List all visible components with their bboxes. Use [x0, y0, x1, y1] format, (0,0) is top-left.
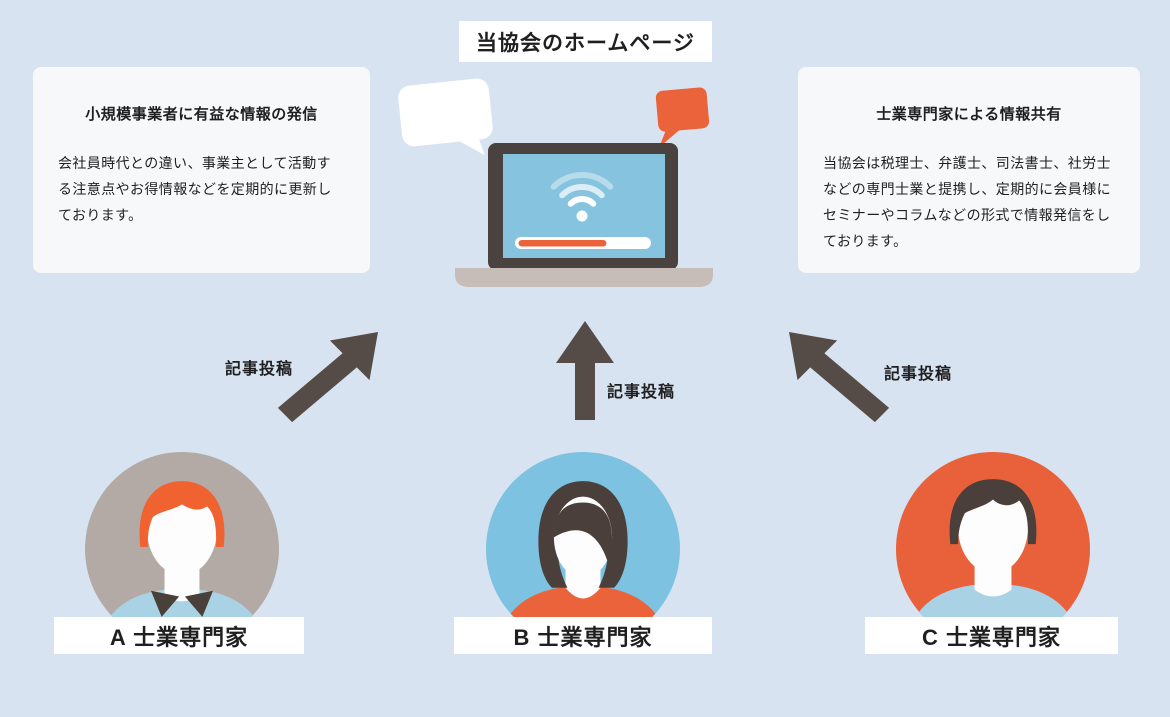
arrow-up-left-icon	[789, 332, 890, 423]
arrow-label-right: 記事投稿	[884, 366, 953, 383]
left-info-card: 小規模事業者に有益な情報の発信 会社員時代との違い、事業主として活動する注意点や…	[33, 67, 370, 273]
left-card-heading: 小規模事業者に有益な情報の発信	[85, 106, 318, 123]
avatar-b-fringe	[553, 502, 613, 561]
right-card-heading: 士業専門家による情報共有	[876, 106, 1062, 123]
expert-b-label: B 士業専門家	[454, 617, 712, 654]
expert-c-label: C 士業専門家	[865, 617, 1118, 654]
expert-a-label: A 士業専門家	[54, 617, 304, 654]
homepage-laptop-scene	[398, 78, 713, 287]
speech-bubble-orange-icon	[655, 87, 710, 148]
right-card-body: 当協会は税理士、弁護士、司法書士、社労士などの専門士業と提携し、定期的に会員様に…	[823, 155, 1111, 249]
laptop-base	[455, 268, 713, 287]
arrow-label-center: 記事投稿	[607, 384, 676, 401]
avatar-c-hair	[949, 479, 1037, 545]
laptop-icon	[455, 143, 713, 287]
avatar-a-icon	[85, 452, 279, 646]
loading-bar	[515, 237, 651, 249]
avatar-a-collar	[150, 590, 214, 617]
speech-bubble-white-icon	[398, 78, 493, 156]
avatar-b-hair	[538, 481, 628, 588]
page-title: 当協会のホームページ	[459, 21, 712, 62]
wifi-icon	[550, 171, 614, 222]
avatar-c-icon	[896, 452, 1090, 646]
arrow-up-icon	[556, 321, 614, 420]
right-info-card: 士業専門家による情報共有 当協会は税理士、弁護士、司法書士、社労士などの専門士業…	[798, 67, 1140, 273]
avatar-a-hair	[139, 481, 225, 548]
left-card-body: 会社員時代との違い、事業主として活動する注意点やお得情報などを定期的に更新してお…	[58, 155, 332, 223]
arrow-label-left: 記事投稿	[225, 361, 294, 378]
